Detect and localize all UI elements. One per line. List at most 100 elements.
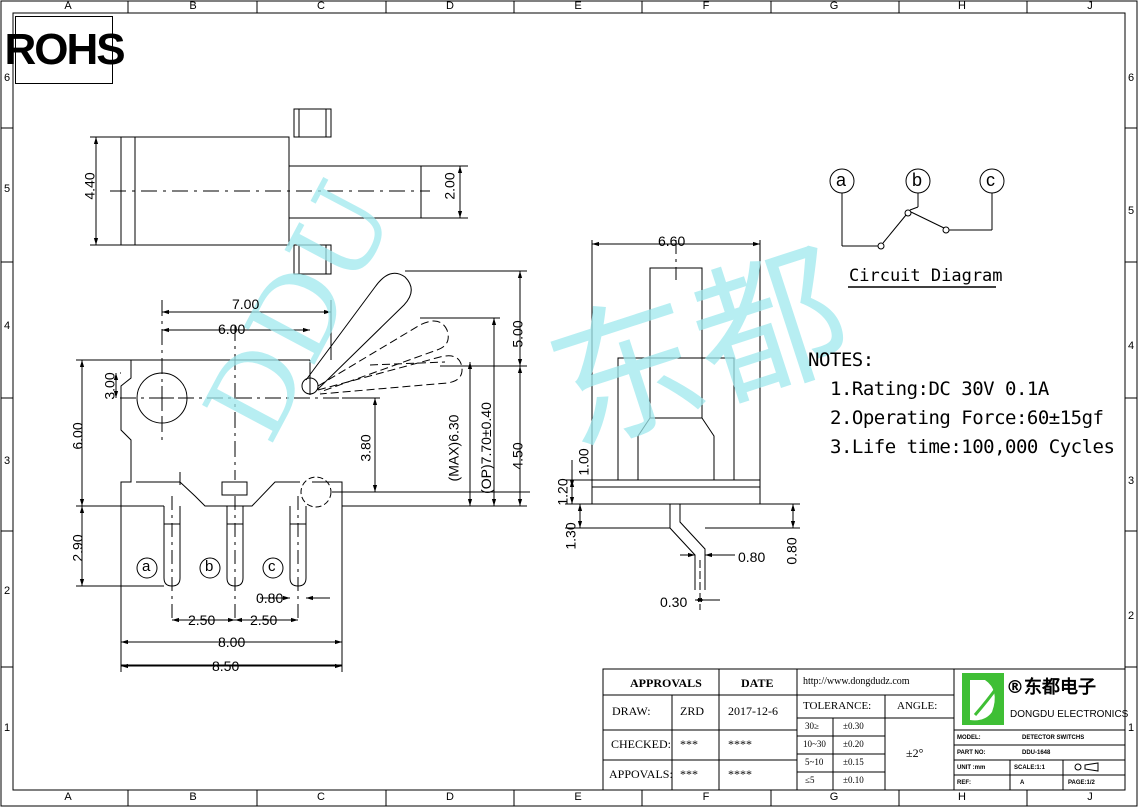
approvals-header: APPROVALS (630, 676, 702, 690)
angle-header: ANGLE: (897, 700, 938, 712)
zone-col-label: C (317, 0, 325, 12)
dim-1-20: 1.20 (554, 478, 571, 506)
pin-label-b: b (205, 558, 214, 575)
circuit-terminal-b: b (912, 170, 923, 190)
dim-op-7-70: (OP)7.70±0.40 (477, 402, 494, 494)
appovals-by: *** (680, 767, 698, 781)
pin-label-c: c (268, 558, 276, 575)
tol-value: ±0.30 (843, 721, 864, 731)
appovals-label: APPOVALS: (609, 767, 673, 781)
dim-8-00: 8.00 (218, 634, 246, 650)
dim-7-00: 7.00 (232, 296, 260, 312)
note-item: 1.Rating:DC 30V 0.1A (830, 378, 1049, 400)
dim-2-00: 2.00 (441, 172, 458, 200)
zone-col-label: J (1087, 0, 1093, 12)
rohs-mark: ROHS (4, 16, 126, 84)
zone-row-label: 6 (1127, 72, 1135, 84)
top-view (90, 108, 468, 275)
dim-5-00: 5.00 (509, 320, 526, 348)
dim-2-50-left: 2.50 (188, 612, 216, 628)
unit-label: UNIT :mm (957, 765, 986, 771)
ref-value: A (1020, 780, 1025, 786)
zone-col-label: F (702, 791, 710, 803)
zone-row-label: 2 (1127, 610, 1135, 622)
dim-4-50: 4.50 (509, 442, 526, 470)
pin-label-a: a (142, 558, 151, 575)
zone-row-label: 5 (3, 183, 11, 195)
ref-label: REF: (957, 780, 971, 786)
part-no-value: DDU-1648 (1022, 750, 1051, 756)
dim-8-50: 8.50 (212, 658, 240, 674)
dim-2-90: 2.90 (69, 534, 86, 562)
part-no-label: PART NO: (957, 750, 986, 756)
draw-by: ZRD (680, 704, 704, 718)
dim-1-30: 1.30 (562, 522, 579, 550)
zone-col-label: G (829, 0, 839, 12)
dim-3-80: 3.80 (357, 434, 374, 462)
dim-3-00: 3.00 (101, 372, 118, 400)
draw-label: DRAW: (612, 704, 651, 718)
angle-value: ±2° (906, 746, 924, 760)
dim-1-00: 1.00 (575, 448, 592, 476)
zone-col-label: A (64, 0, 72, 12)
zone-col-label: J (1087, 791, 1093, 803)
front-view (76, 270, 530, 672)
date-header: DATE (741, 676, 774, 690)
circuit-terminal-c: c (986, 170, 995, 190)
side-view (565, 240, 800, 610)
appovals-date: **** (728, 767, 752, 781)
model-label: MODEL: (957, 735, 981, 741)
circuit-diagram-title: Circuit Diagram (849, 266, 1003, 286)
zone-col-label: H (958, 791, 966, 803)
circuit-diagram (829, 168, 1005, 288)
title-block-lines (602, 668, 1126, 791)
tol-range: 5~10 (805, 757, 824, 767)
zone-row-label: 1 (3, 722, 11, 734)
dim-max-6-30: (MAX)6.30 (445, 414, 462, 482)
company-name-en: DONGDU ELECTRONICS (1010, 709, 1129, 720)
note-item: 2.Operating Force:60±15gf (830, 407, 1104, 429)
zone-col-label: D (446, 791, 454, 803)
zone-row-label: 1 (1127, 722, 1135, 734)
tol-value: ±0.20 (843, 739, 864, 749)
dim-2-50-right: 2.50 (250, 612, 278, 628)
website-url: http://www.dongdudz.com (803, 676, 910, 687)
zone-col-label: F (702, 0, 710, 12)
zone-col-label: B (189, 791, 197, 803)
tol-range: ≤5 (805, 775, 815, 785)
notes-block: NOTES: 1.Rating:DC 30V 0.1A 2.Operating … (808, 346, 1115, 462)
page-label: PAGE:1/2 (1068, 780, 1095, 786)
tol-range: 10~30 (803, 739, 826, 749)
dongdu-logo-icon (962, 673, 1004, 725)
checked-by: *** (680, 737, 698, 751)
dim-6-60: 6.60 (658, 233, 686, 249)
draw-date: 2017-12-6 (728, 704, 778, 718)
zone-row-label: 4 (1127, 340, 1135, 352)
zone-col-label: D (446, 0, 454, 12)
company-name-cn: ®东都电子 (1006, 677, 1096, 698)
zone-row-label: 5 (1127, 205, 1135, 217)
zone-row-label: 3 (1127, 475, 1135, 487)
zone-col-label: A (64, 791, 72, 803)
zone-row-label: 3 (3, 455, 11, 467)
tolerance-header: TOLERANCE: (803, 700, 872, 712)
zone-col-label: G (829, 791, 839, 803)
inner-frame (12, 12, 1126, 791)
tol-value: ±0.10 (843, 775, 864, 785)
projection-symbol-icon (1074, 762, 1099, 772)
zone-row-label: 2 (3, 585, 11, 597)
tol-range: 30≥ (805, 721, 819, 731)
zone-col-label: C (317, 791, 325, 803)
note-item: 3.Life time:100,000 Cycles (830, 436, 1115, 458)
dim-4-40: 4.40 (81, 172, 98, 200)
dim-6-00-width: 6.00 (218, 321, 246, 337)
dim-0-80-side: 0.80 (738, 549, 766, 565)
zone-col-label: H (958, 0, 966, 12)
dim-0-80-height: 0.80 (783, 537, 800, 565)
checked-date: **** (728, 737, 752, 751)
dim-6-00-height: 6.00 (69, 422, 86, 450)
zone-col-label: B (189, 0, 197, 12)
scale-label: SCALE:1:1 (1014, 765, 1046, 771)
